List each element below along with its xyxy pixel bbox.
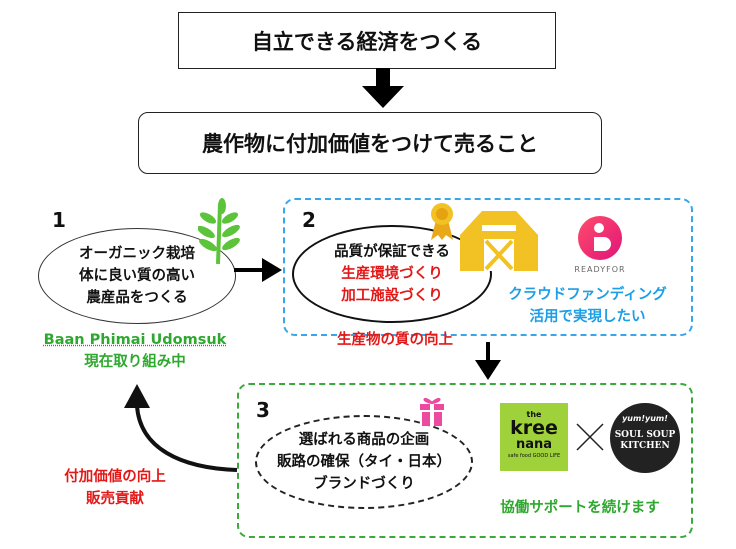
feedback-line: 販売貢献 [86, 491, 144, 507]
soul-soup-kitchen-logo: yum!yum! SOUL SOUP KITCHEN [610, 403, 680, 473]
feedback-line: 付加価値の向上 [64, 469, 166, 485]
crowdfunding-line: クラウドファンディング [508, 287, 667, 303]
goal-box: 自立できる経済をつくる [178, 12, 556, 69]
step1-line: オーガニック栽培 [79, 246, 195, 262]
crowdfunding-line: 活用で実現したい [529, 309, 646, 325]
step2-result: 生産物の質の向上 [337, 332, 453, 348]
soul-logo-text: yum!yum! [622, 414, 668, 423]
plant-icon [198, 198, 240, 264]
soul-logo-text: KITCHEN [620, 441, 670, 451]
readyfor-mark-icon [578, 216, 622, 260]
gift-icon [420, 397, 444, 426]
kree-logo-text: the [526, 410, 542, 419]
soul-logo-text: SOUL SOUP [614, 430, 676, 440]
means-box: 農作物に付加価値をつけて売ること [138, 112, 602, 174]
step3-number: 3 [256, 398, 270, 422]
barn-icon [460, 211, 538, 271]
step2-line: 生産環境づくり [341, 266, 443, 282]
down-arrow-icon [475, 342, 501, 380]
step2-line: 加工施設づくり [341, 288, 443, 304]
cross-icon [576, 423, 604, 451]
kree-logo-text: safe food GOOD LIFE [507, 453, 561, 459]
readyfor-logo: READYFOR [565, 215, 635, 287]
step2-line: 品質が保証できる [334, 244, 450, 260]
down-arrow-icon [362, 68, 404, 108]
step2-dashed-box [283, 198, 693, 336]
readyfor-text: READYFOR [574, 265, 626, 274]
step2-ellipse: 品質が保証できる 生産環境づくり 加工施設づくり [292, 225, 492, 323]
step2-number: 2 [302, 208, 316, 232]
right-arrow-icon [234, 258, 282, 282]
curved-arrow-icon [124, 384, 238, 472]
step1-status: 現在取り組み中 [84, 354, 186, 370]
step1-number: 1 [52, 208, 66, 232]
kree-logo-text: nana [515, 437, 553, 452]
step1-line: 農産品をつくる [86, 290, 188, 306]
partner-name: Baan Phimai Udomsuk [43, 332, 227, 348]
step3-line: 販路の確保（タイ・日本） [277, 454, 451, 470]
kree-logo-text: kree [510, 417, 558, 439]
step3-ellipse: 選ばれる商品の企画 販路の確保（タイ・日本） ブランドづくり [255, 415, 473, 509]
support-text: 協働サポートを続けます [500, 500, 660, 516]
kree-nana-logo: the kree nana safe food GOOD LIFE [500, 403, 568, 471]
step3-line: ブランドづくり [313, 476, 415, 492]
step3-dashed-box [237, 383, 693, 538]
medal-icon [431, 203, 453, 240]
step1-line: 体に良い質の高い [79, 268, 195, 284]
step3-line: 選ばれる商品の企画 [298, 432, 430, 448]
